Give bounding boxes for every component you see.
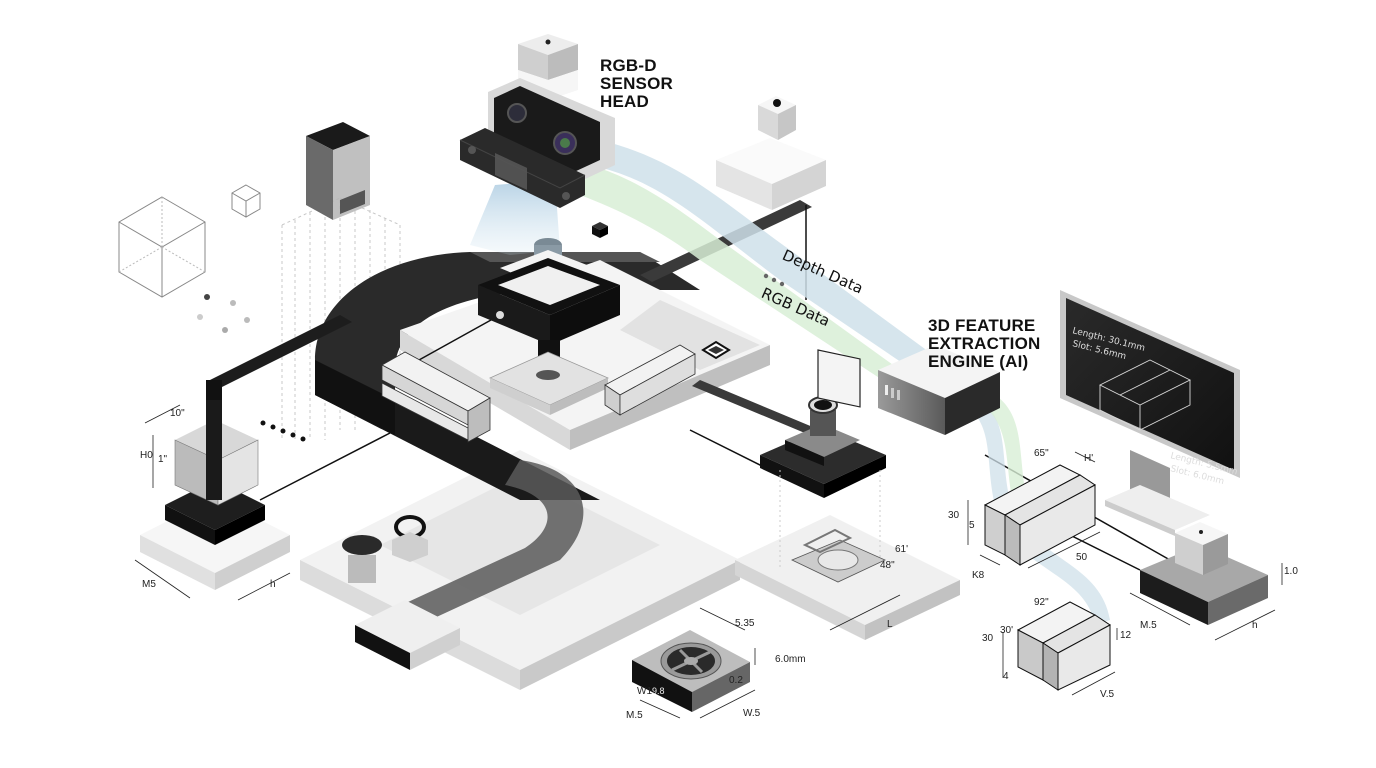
feature-engine-label-line-2: EXTRACTION — [928, 333, 1041, 353]
dim-fan-top: 5.35 — [735, 618, 755, 629]
feature-extraction-engine — [878, 345, 1000, 435]
sensor-head-label-line-3: HEAD — [600, 91, 649, 111]
dim-lower-angle: 92" — [1034, 597, 1049, 608]
sensor-head-label-line-2: SENSOR — [600, 73, 673, 93]
rgbd-sensor-head — [459, 34, 615, 208]
dim-upper-length: 50 — [1076, 552, 1088, 563]
stream-dots — [763, 273, 785, 287]
dimension-lines — [134, 404, 1283, 719]
dim-right-right: h — [1252, 620, 1258, 631]
dim-fan-left: M.5 — [626, 710, 643, 721]
dim-lower-inner: 30' — [1000, 625, 1013, 636]
left-inspection-station — [140, 400, 290, 590]
depth-projector-bar — [459, 128, 586, 208]
chute-end-block — [355, 600, 460, 670]
dim-left-inner: 1" — [158, 454, 168, 465]
fan-readout: 9.8 — [652, 686, 665, 696]
dim-fan-right: W.5 — [743, 708, 761, 719]
connecting-rails — [206, 200, 820, 436]
wireframe-cube-large — [118, 196, 206, 298]
sensor-head-label: RGB-D SENSOR HEAD — [600, 57, 673, 111]
rgb-camera-bar — [488, 78, 615, 180]
dim-gripper-angle-a: 61' — [895, 544, 908, 555]
calibration-cube — [592, 222, 608, 238]
dim-upper-angle: 65" — [1034, 448, 1049, 459]
qr-marker — [701, 340, 731, 360]
feature-engine-label-line-3: ENGINE (AI) — [928, 351, 1029, 371]
small-components — [342, 515, 428, 583]
aluminum-profile-left — [381, 351, 491, 443]
dim-fan-small: W1 — [637, 686, 652, 697]
dim-left-base-right: h — [270, 579, 276, 590]
dim-lower-slot: 12 — [1120, 630, 1132, 641]
screen-profile-wireframe — [1098, 359, 1192, 431]
extracted-profile-upper — [983, 464, 1096, 566]
fan-module: 9.8 — [632, 630, 750, 712]
sensor-head-label-line-1: RGB-D — [600, 56, 657, 75]
dim-fan-height: 6.0mm — [775, 654, 806, 665]
dim-upper-top: H' — [1084, 453, 1093, 464]
dim-upper-height: 30 — [948, 510, 960, 521]
monitor — [1060, 290, 1240, 536]
dim-right-height: 1.0 — [1284, 566, 1298, 577]
dim-fan-inner: 0.2 — [729, 675, 743, 686]
wireframe-cube-small — [231, 184, 261, 218]
extracted-profile-lower — [1016, 601, 1111, 691]
dim-left-height: H0 — [140, 450, 153, 461]
rgb-data-stream — [580, 165, 900, 385]
gripper-fixture — [779, 470, 886, 583]
output-data-stream — [965, 395, 1110, 625]
dim-upper-slot: 5 — [969, 520, 975, 531]
glass-enclosure — [306, 122, 370, 220]
sensor-beam — [470, 180, 560, 255]
gripper-station — [760, 349, 886, 498]
feature-engine-label: 3D FEATURE EXTRACTION ENGINE (AI) — [928, 317, 1041, 371]
dotted-indicator — [260, 420, 306, 442]
dim-right-left: M.5 — [1140, 620, 1157, 631]
dim-lower-length: V.5 — [1100, 689, 1115, 700]
press-station — [478, 238, 620, 415]
scatter-dots — [197, 294, 250, 333]
dimension-labels: 10" H0 1" M5 h 61' 48" L 65" H' 30 5 K8 … — [140, 408, 1298, 721]
depth-data-stream — [590, 140, 940, 375]
upper-camera-mount — [716, 96, 826, 210]
dim-gripper-angle-b: 48" — [880, 560, 895, 571]
dim-upper-width: K8 — [972, 570, 985, 581]
dim-lower-small: 4 — [1003, 671, 1009, 682]
feature-engine-label-line-1: 3D FEATURE — [928, 316, 1036, 335]
dim-gripper-length: L — [887, 619, 893, 630]
right-station — [1140, 522, 1268, 625]
aluminum-profile-right — [604, 344, 696, 416]
dim-left-top: 10" — [170, 408, 185, 419]
dim-left-base-left: M5 — [142, 579, 156, 590]
dim-lower-height: 30 — [982, 633, 994, 644]
